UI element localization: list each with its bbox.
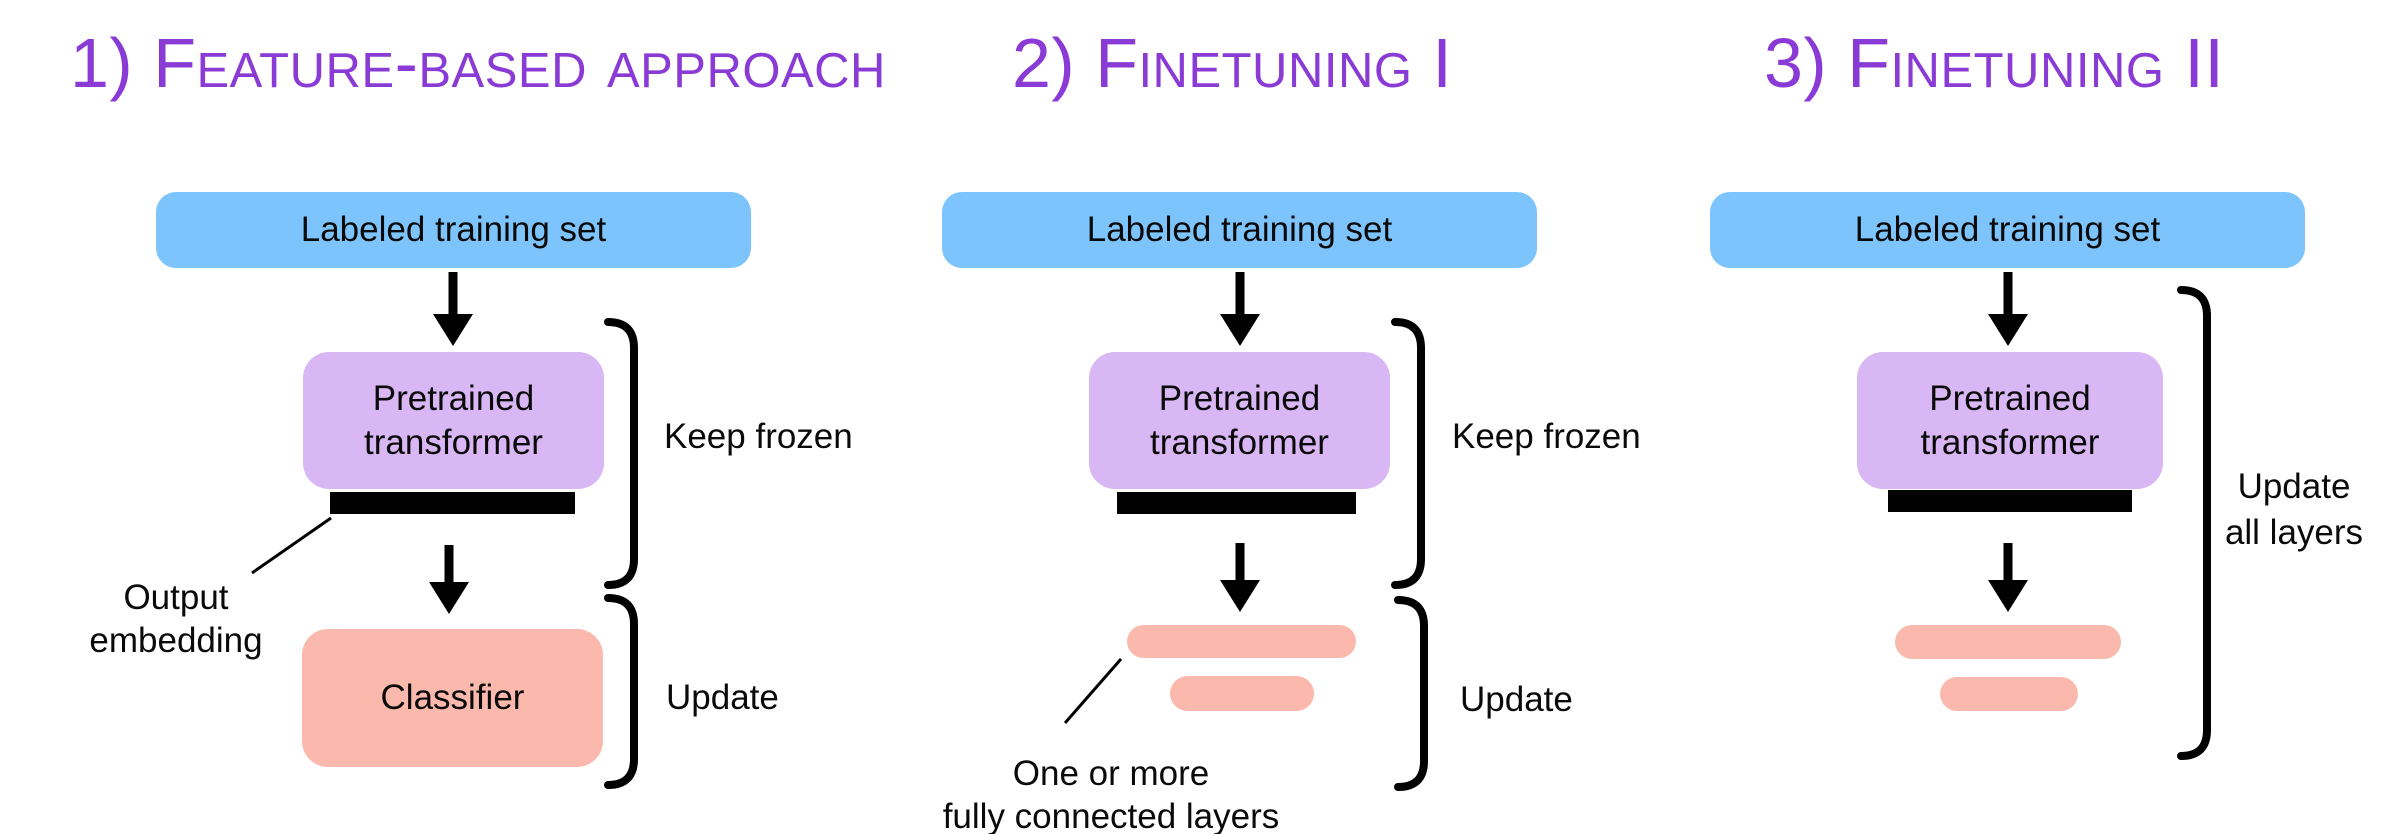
pretrained-transformer-box: Pretrained transformer bbox=[303, 352, 604, 489]
update-all-layers-label: Update all layers bbox=[2224, 467, 2364, 552]
fully-connected-layer-pill bbox=[1170, 676, 1314, 711]
output-embedding-bar bbox=[1888, 490, 2132, 512]
column-title-feature-based: 1) Feature-based approach bbox=[70, 24, 886, 102]
labeled-training-set-box: Labeled training set bbox=[1710, 192, 2305, 268]
output-embedding-bar bbox=[330, 492, 575, 514]
down-arrow-icon bbox=[1988, 272, 2028, 346]
column-title-finetuning-2: 3) Finetuning II bbox=[1764, 24, 2225, 102]
pretrained-transformer-box: Pretrained transformer bbox=[1089, 352, 1390, 489]
fully-connected-layer-pill bbox=[1895, 625, 2121, 659]
keep-frozen-label: Keep frozen bbox=[664, 417, 853, 456]
keep-frozen-label: Keep frozen bbox=[1452, 417, 1641, 456]
down-arrow-icon bbox=[429, 545, 469, 614]
fully-connected-layer-pill bbox=[1127, 625, 1356, 658]
down-arrow-icon bbox=[1220, 543, 1260, 612]
fully-connected-annotation: One or more fully connected layers bbox=[942, 754, 1280, 834]
output-embedding-bar bbox=[1117, 492, 1356, 514]
update-label: Update bbox=[1460, 680, 1573, 719]
pretrained-transformer-box: Pretrained transformer bbox=[1857, 352, 2163, 489]
keep-frozen-bracket bbox=[1391, 318, 1425, 589]
fully-connected-pointer-line bbox=[1063, 658, 1123, 724]
down-arrow-icon bbox=[1220, 272, 1260, 346]
labeled-training-set-box: Labeled training set bbox=[156, 192, 751, 268]
output-embedding-pointer-line bbox=[251, 516, 332, 575]
update-label: Update bbox=[666, 678, 779, 717]
update-bracket bbox=[1394, 596, 1428, 791]
labeled-training-set-box: Labeled training set bbox=[942, 192, 1537, 268]
down-arrow-icon bbox=[433, 272, 473, 346]
classifier-box: Classifier bbox=[302, 629, 603, 767]
keep-frozen-bracket bbox=[604, 318, 638, 589]
update-bracket bbox=[604, 594, 638, 789]
output-embedding-annotation: Output embedding bbox=[89, 578, 263, 660]
down-arrow-icon bbox=[1988, 543, 2028, 612]
fully-connected-layer-pill bbox=[1940, 677, 2078, 711]
column-title-finetuning-1: 2) Finetuning I bbox=[1012, 24, 1453, 102]
